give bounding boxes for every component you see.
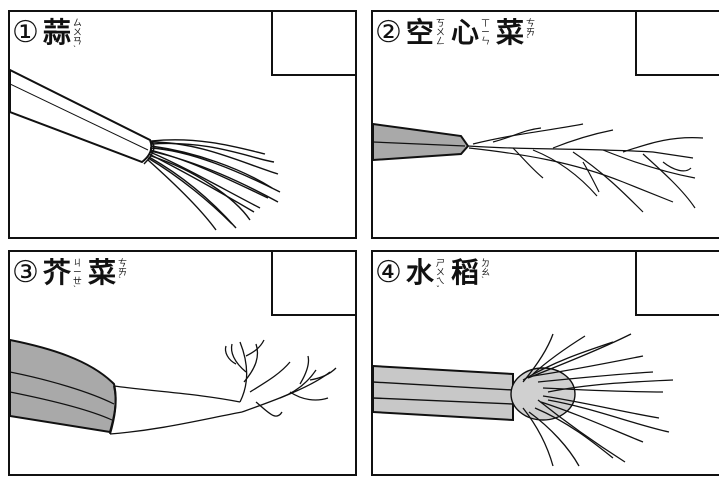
zhuyin-symbol: ㄧ: [480, 28, 490, 38]
zhuyin-symbol: ㄧ: [72, 268, 82, 278]
zhuyin-symbol: ㄥ: [435, 37, 445, 47]
zhuyin-symbol: ㄝ: [72, 277, 82, 287]
answer-box[interactable]: [271, 250, 357, 316]
zhuyin: ㄐ ㄧ ㄝ ˋ: [72, 259, 82, 294]
water-spinach-roots-drawing: [373, 122, 704, 213]
word: 蒜 ㄙ ㄨ ㄢ ˋ: [42, 16, 82, 54]
zhuyin-symbol: ㄠ: [480, 268, 490, 278]
answer-box[interactable]: [271, 10, 357, 76]
zhuyin-symbol: ㄢ: [72, 37, 82, 47]
zhuyin-tone: ˋ: [117, 276, 122, 285]
zhuyin-symbol: ㄉ: [480, 259, 490, 269]
zhuyin-symbol: ㄨ: [435, 268, 445, 278]
zhuyin-symbol: ㄣ: [480, 37, 490, 47]
hanzi: 菜: [495, 16, 524, 49]
panel-title: ③ 芥 ㄐ ㄧ ㄝ ˋ 菜 ㄘ ㄞ ˋ: [12, 255, 133, 294]
zhuyin-symbol: ㄎ: [435, 19, 445, 29]
zhuyin: ㄎ ㄨ ㄥ: [436, 20, 445, 47]
word: 水 ㄕ ㄨ ㄟ ˇ: [405, 256, 445, 294]
zhuyin-symbol: ㄨ: [435, 28, 445, 38]
zhuyin-tone: ˋ: [72, 285, 77, 294]
panel-number: ③: [12, 255, 39, 290]
zhuyin-tone: ˋ: [480, 276, 485, 285]
zhuyin-tone: ˋ: [525, 36, 530, 45]
zhuyin-symbol: ㄞ: [525, 28, 535, 38]
zhuyin-symbol: ㄙ: [72, 19, 82, 29]
zhuyin: ㄉ ㄠ ˋ: [480, 259, 490, 285]
word: 空 ㄎ ㄨ ㄥ: [406, 16, 445, 50]
zhuyin-symbol: ㄐ: [72, 259, 82, 269]
word: 菜 ㄘ ㄞ ˋ: [88, 256, 127, 290]
mustard-greens-taproot-drawing: [10, 338, 337, 435]
word: 心 ㄒ ㄧ ㄣ: [451, 16, 490, 50]
zhuyin-symbol: ㄒ: [480, 19, 490, 29]
answer-box[interactable]: [635, 10, 719, 76]
zhuyin: ㄘ ㄞ ˋ: [117, 259, 127, 285]
zhuyin-symbol: ㄕ: [435, 259, 445, 269]
zhuyin-tone: ˇ: [435, 285, 440, 294]
zhuyin: ㄕ ㄨ ㄟ ˇ: [435, 259, 445, 294]
panel-title: ④ 水 ㄕ ㄨ ㄟ ˇ 稻 ㄉ ㄠ ˋ: [375, 255, 496, 294]
word: 芥 ㄐ ㄧ ㄝ ˋ: [42, 256, 82, 294]
panel-title: ① 蒜 ㄙ ㄨ ㄢ ˋ: [12, 15, 88, 54]
zhuyin: ㄘ ㄞ ˋ: [525, 19, 535, 45]
zhuyin-symbol: ㄘ: [525, 19, 535, 29]
hanzi: 菜: [87, 256, 116, 289]
hanzi: 蒜: [42, 16, 71, 49]
panel-number: ②: [375, 15, 402, 50]
panel-rice: ④ 水 ㄕ ㄨ ㄟ ˇ 稻 ㄉ ㄠ ˋ: [371, 250, 719, 476]
zhuyin: ㄙ ㄨ ㄢ ˋ: [72, 19, 82, 54]
panel-title: ② 空 ㄎ ㄨ ㄥ 心 ㄒ ㄧ ㄣ 菜 ㄘ ㄞ ˋ: [375, 16, 541, 50]
zhuyin-symbol: ㄨ: [72, 28, 82, 38]
zhuyin-symbol: ㄘ: [117, 259, 127, 269]
zhuyin: ㄒ ㄧ ㄣ: [481, 20, 490, 47]
panel-mustard-greens: ③ 芥 ㄐ ㄧ ㄝ ˋ 菜 ㄘ ㄞ ˋ: [8, 250, 357, 476]
panel-garlic: ① 蒜 ㄙ ㄨ ㄢ ˋ: [8, 10, 357, 239]
hanzi: 心: [450, 16, 479, 49]
hanzi: 水: [405, 256, 434, 289]
hanzi: 芥: [42, 256, 71, 289]
zhuyin-tone: ˋ: [72, 45, 77, 54]
zhuyin-symbol: ㄟ: [435, 277, 445, 287]
word: 稻 ㄉ ㄠ ˋ: [451, 256, 490, 290]
panel-number: ①: [12, 15, 39, 50]
panel-water-spinach: ② 空 ㄎ ㄨ ㄥ 心 ㄒ ㄧ ㄣ 菜 ㄘ ㄞ ˋ: [371, 10, 719, 239]
word: 菜 ㄘ ㄞ ˋ: [496, 16, 535, 50]
garlic-fibrous-roots-drawing: [10, 68, 281, 231]
hanzi: 空: [405, 16, 434, 49]
panel-number: ④: [375, 255, 402, 290]
hanzi: 稻: [450, 256, 479, 289]
zhuyin-symbol: ㄞ: [117, 268, 127, 278]
rice-fibrous-roots-drawing: [373, 333, 674, 467]
answer-box[interactable]: [635, 250, 719, 316]
